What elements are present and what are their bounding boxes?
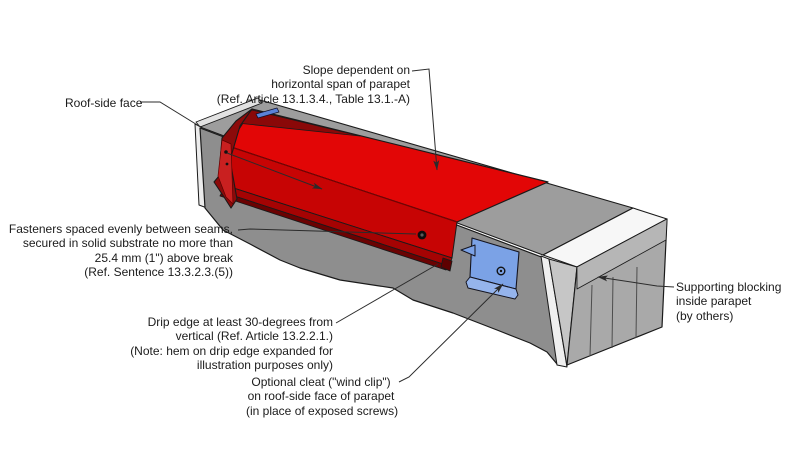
label-drip-edge-line2: vertical (Ref. Article 13.2.2.1.) [175, 329, 333, 344]
label-slope-line2: horizontal span of parapet [271, 77, 410, 92]
label-fasteners: Fasteners spaced evenly between seams, s… [9, 222, 233, 280]
label-drip-edge: Drip edge at least 30-degrees from verti… [130, 315, 333, 373]
label-blocking-line2: inside parapet [676, 294, 752, 309]
label-cleat-line1: Optional cleat ("wind clip") [251, 375, 391, 389]
label-cleat: Optional cleat ("wind clip") on roof-sid… [246, 375, 399, 418]
wind-clip-tab [460, 244, 476, 257]
label-fasteners-line1: Fasteners spaced evenly between seams, [8, 222, 233, 236]
blocking-end [540, 207, 668, 368]
blocking-top-rail [576, 218, 668, 290]
end-fastener-dot-1 [224, 150, 228, 154]
leader-fasteners [237, 228, 417, 235]
label-blocking-line3: (by others) [676, 308, 734, 323]
label-slope-line3: (Ref. Article 13.1.3.4., Table 13.1.-A) [216, 91, 410, 106]
label-roof-side: Roof-side face [65, 96, 142, 110]
exposed-fastener-screw [417, 230, 427, 240]
label-drip-edge-line4: illustration purposes only) [196, 358, 333, 373]
label-drip-edge-line1: Drip edge at least 30-degrees from [147, 315, 333, 329]
leader-lines [140, 68, 675, 383]
leader-roof-side-face-arrow [226, 152, 323, 190]
label-blocking: Supporting blocking inside parapet (by o… [676, 280, 781, 323]
label-drip-edge-line3: (Note: hem on drip edge expanded for [130, 343, 333, 358]
label-cleat-line3: (in place of exposed screws) [246, 403, 399, 418]
wind-clip [460, 237, 520, 300]
leader-drip-edge [335, 263, 439, 324]
label-slope-line1: Slope dependent on [302, 63, 410, 77]
cap-end-return-highlight [217, 139, 234, 205]
label-slope: Slope dependent on horizontal span of pa… [217, 63, 410, 106]
cap-break-line [227, 145, 458, 223]
metal-cap [213, 107, 549, 272]
leader-roof-side [140, 101, 200, 127]
leader-blocking [597, 275, 675, 288]
far-cleat-sliver [255, 107, 280, 119]
end-fastener-dot-2 [225, 162, 229, 166]
label-fasteners-line4: (Ref. Sentence 13.3.2.3.(5)) [84, 265, 233, 280]
end-frame-front-strip [540, 255, 568, 368]
label-blocking-line1: Supporting blocking [676, 280, 782, 294]
label-cleat-line2: on roof-side face of parapet [247, 389, 395, 404]
label-fasteners-line2: secured in solid substrate no more than [22, 236, 233, 251]
drip-edge-fold [219, 191, 450, 271]
wind-clip-screw [496, 266, 506, 276]
leader-cleat [398, 283, 504, 383]
drip-edge-fold-end [440, 257, 453, 272]
leader-slope [411, 68, 440, 171]
label-roof-side-line1: Roof-side face [65, 96, 143, 110]
label-fasteners-line3: 25.4 mm (1") above break [94, 250, 233, 265]
blocking-stud-lines [589, 266, 638, 357]
wind-clip-flare [465, 276, 519, 300]
